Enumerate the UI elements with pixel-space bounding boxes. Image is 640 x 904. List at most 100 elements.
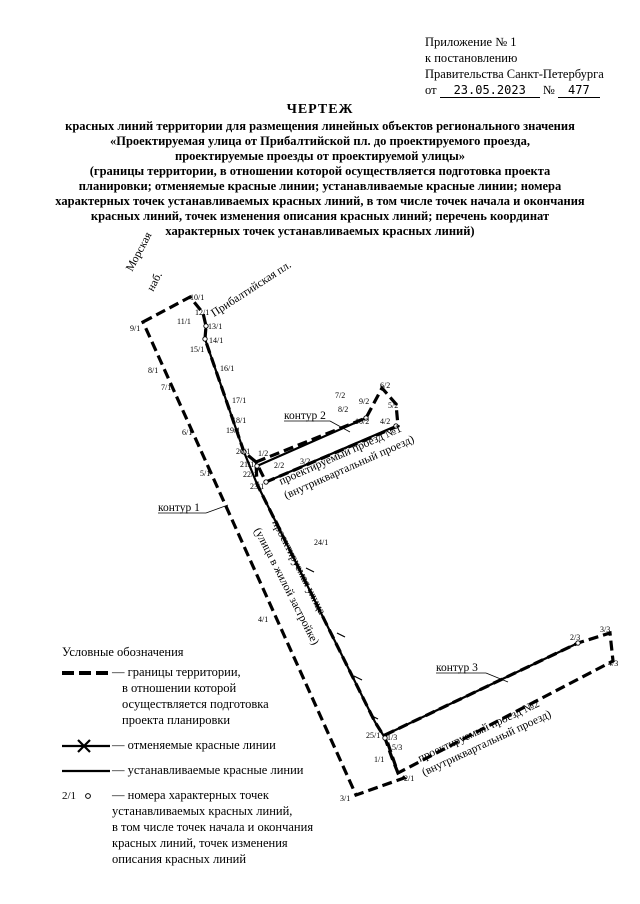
boundary-contour-1 [140, 294, 408, 797]
point-label-5-3: 5/3 [392, 743, 402, 752]
point-label-16-1: 16/1 [220, 364, 234, 373]
legend-symbol-cancelled [60, 737, 112, 753]
point-marker [263, 479, 269, 485]
point-label-1-2: 1/2 [258, 449, 268, 458]
contour-3-label: контур 3 [436, 662, 478, 674]
tick-mark [305, 567, 315, 573]
point-marker [241, 449, 247, 455]
point-circle-symbol [85, 793, 91, 799]
heading-line-8: характерных точек устанавливаемых красны… [165, 224, 475, 238]
legend-boundary-line-2: в отношении которой [122, 681, 237, 695]
point-label-5-2: 5/2 [388, 401, 398, 410]
contour-1-label: контур 1 [158, 502, 200, 514]
point-label-4-2: 4/2 [380, 417, 390, 426]
point-label-14-1: 14/1 [209, 336, 223, 345]
point-label-7-1: 7/1 [161, 383, 171, 392]
point-marker [575, 640, 581, 646]
point-label-12-1: 12/1 [195, 308, 209, 317]
point-label-17-1: 17/1 [232, 396, 246, 405]
legend-established-text: — устанавливаемые красные линии [112, 763, 304, 777]
point-marker [254, 463, 260, 469]
characteristic-points [202, 323, 581, 741]
legend-points-line-4: красных линий, точек изменения [112, 836, 288, 850]
point-label-8-1: 8/1 [148, 366, 158, 375]
contour-1-leader [205, 504, 229, 514]
solid-line-symbol [62, 769, 110, 773]
legend-boundary-line-3: осуществляется подготовка [122, 697, 269, 711]
legend-points-text: — номера характерных точек устанавливаем… [112, 787, 313, 867]
legend-cancelled-text: — отменяемые красные линии [112, 738, 276, 752]
appendix-line-1: Приложение № 1 [425, 35, 517, 49]
point-label-20-1: 20/1 [236, 447, 250, 456]
drawing-heading: ЧЕРТЕЖ красных линий территории для разм… [30, 102, 610, 239]
contour-2-leader [329, 420, 351, 433]
point-label-24-1: 24/1 [314, 538, 328, 547]
point-label-15-1: 15/1 [190, 345, 204, 354]
point-label-10-1: 10/1 [190, 293, 204, 302]
legend-points-line-2: устанавливаемых красных линий, [112, 804, 293, 818]
point-label-1-3: 1/3 [387, 733, 397, 742]
legend-row-cancelled: — отменяемые красные линии [60, 737, 360, 753]
point-label-3-2: 3/2 [300, 457, 310, 466]
legend-boundary-text: — границы территории, в отношении которо… [112, 664, 269, 728]
legend-boundary-line-4: проекта планировки [122, 713, 231, 727]
label-pribaltiyskaya: Прибалтийская пл. [209, 259, 294, 320]
appendix-line-2: к постановлению [425, 51, 518, 65]
heading-line-5: планировки; отменяемые красные линии; ус… [78, 179, 562, 193]
point-label-25-1: 25/1 [366, 731, 380, 740]
cancelled-line-symbol [62, 739, 110, 753]
legend-symbol-boundary [60, 664, 112, 680]
point-label-2-3: 2/3 [570, 633, 580, 642]
point-label-1-1: 1/1 [374, 755, 384, 764]
contour-3-leader [485, 672, 509, 683]
point-label-13-1: 13/1 [208, 322, 222, 331]
dashed-line-symbol [62, 671, 110, 675]
appendix-line-3: Правительства Санкт-Петербурга [425, 67, 604, 81]
point-label-19-1: 19/1 [226, 426, 240, 435]
point-label-4-3: 4/3 [608, 659, 618, 668]
point-label-6-1: 6/1 [182, 428, 192, 437]
number-prefix: № [542, 83, 555, 97]
legend-title: Условные обозначения [62, 645, 184, 659]
legend-row-boundary: — границы территории, в отношении которо… [60, 664, 360, 728]
heading-line-4: (границы территории, в отношении которой… [89, 164, 551, 178]
point-label-3-1: 3/1 [340, 794, 350, 803]
drawing-title: ЧЕРТЕЖ [286, 102, 354, 117]
point-marker [203, 323, 209, 329]
legend-point-number: 2/1 [62, 790, 77, 802]
point-label-4-1: 4/1 [258, 615, 268, 624]
label-morskaya-nab: наб. [145, 270, 165, 293]
point-label-9-1: 9/1 [130, 324, 140, 333]
point-label-10-2: 10/2 [355, 417, 369, 426]
tick-mark [336, 632, 346, 638]
point-number-labels: 10/1 12/1 11/1 13/1 9/1 14/1 15/1 16/1 8… [130, 293, 618, 803]
contour-2-label: контур 2 [284, 410, 326, 422]
point-label-9-2: 9/2 [359, 397, 369, 406]
appendix-date-line: от 23.05.2023 № 477 [425, 82, 625, 98]
appendix-block: Приложение № 1 к постановлению Правитель… [425, 34, 625, 98]
point-label-8-2: 8/2 [338, 405, 348, 414]
point-marker [202, 336, 208, 342]
boundary-ticks [305, 567, 379, 720]
point-label-3-3: 3/3 [600, 625, 610, 634]
point-label-6-2: 6/2 [380, 381, 390, 390]
heading-line-7: красных линий, точек изменения описания … [90, 209, 550, 223]
point-marker [382, 735, 388, 741]
legend-row-established: — устанавливаемые красные линии [60, 762, 360, 778]
legend-points-line-1: — номера характерных точек [112, 788, 269, 802]
legend-boundary-line-1: — границы территории, [112, 665, 241, 679]
point-label-5-1: 5/1 [200, 469, 210, 478]
heading-line-6: характерных точек устанавливаемых красны… [55, 194, 585, 208]
point-label-21-1: 21/1 [240, 460, 254, 469]
legend-symbol-established [60, 762, 112, 778]
legend: Условные обозначения — границы территори… [60, 644, 360, 876]
point-label-11-1: 11/1 [177, 317, 191, 326]
document-date: 23.05.2023 [439, 84, 540, 98]
point-label-18-1: 18/1 [232, 416, 246, 425]
heading-line-1: красных линий территории для размещения … [65, 119, 575, 133]
legend-points-line-3: в том числе точек начала и окончания [112, 820, 314, 834]
date-prefix: от [425, 83, 437, 97]
point-label-23-1: 23/1 [250, 482, 264, 491]
document-number: 477 [557, 84, 600, 98]
